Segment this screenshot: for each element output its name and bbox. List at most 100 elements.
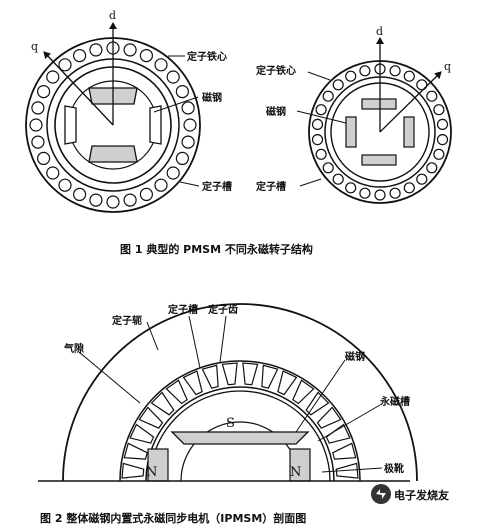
ipmsm-stator-slot bbox=[316, 406, 342, 429]
yoke-label: 定子轭 bbox=[112, 314, 142, 327]
rotor-a-slot-label: 定子槽 bbox=[202, 180, 232, 193]
ipmsm-section: S N N 定子轭 定子槽 定子齿 气隙 磁钢 永磁槽 极靴 bbox=[38, 303, 418, 482]
ipmsm-stator-slot bbox=[201, 364, 219, 389]
rotor-b-stator-slots bbox=[311, 63, 449, 201]
stator-slot-hole bbox=[139, 187, 153, 201]
rotor-b-magnet-left bbox=[345, 116, 357, 148]
pm-slot-label: 永磁槽 bbox=[379, 395, 410, 408]
stator-slot-hole bbox=[345, 182, 357, 194]
ipmsm-stator-slot bbox=[150, 391, 175, 416]
tooth-label: 定子齿 bbox=[208, 303, 238, 316]
stator-slot-hole bbox=[403, 70, 415, 82]
stator-slot-hole bbox=[154, 58, 168, 72]
stator-slot-hole bbox=[315, 148, 327, 160]
rotor-b-magnet-top bbox=[361, 98, 397, 110]
slot-label: 定子槽 bbox=[168, 303, 198, 316]
slot-leader bbox=[188, 315, 201, 369]
stator-slot-hole bbox=[166, 70, 180, 84]
rotor-b-magnet-label: 磁钢 bbox=[266, 105, 286, 118]
stator-slot-hole bbox=[183, 118, 197, 132]
stator-slot-hole bbox=[311, 134, 324, 146]
stator-slot-hole bbox=[416, 79, 428, 91]
ipmsm-stator-slot bbox=[325, 423, 351, 444]
rotor-a-d-label: d bbox=[109, 9, 116, 22]
stator-slot-hole bbox=[436, 134, 449, 146]
stator-slot-hole bbox=[322, 162, 334, 174]
stator-slot-hole bbox=[175, 84, 189, 99]
stator-slot-hole bbox=[139, 48, 153, 63]
stator-slot-hole bbox=[31, 135, 45, 149]
stator-slot-hole bbox=[315, 104, 327, 116]
yoke-leader bbox=[146, 321, 159, 351]
ipmsm-stator-slot bbox=[129, 423, 155, 444]
ipmsm-stator-slot bbox=[277, 370, 298, 396]
stator-slot-hole bbox=[426, 162, 438, 174]
stator-slot-hole bbox=[332, 173, 344, 185]
pole-shoe-leader bbox=[321, 467, 383, 473]
stator-slot-hole bbox=[436, 118, 449, 131]
stator-slot-hole bbox=[89, 43, 103, 57]
stator-slot-hole bbox=[123, 193, 137, 207]
stator-slot-hole bbox=[433, 104, 445, 116]
ipmsm-stator-slot bbox=[138, 406, 164, 429]
rotor-a-magnet-left bbox=[64, 105, 77, 145]
ipmsm-stator-slot bbox=[182, 370, 203, 396]
airgap-leader bbox=[78, 351, 141, 404]
rotor-a-core-label: 定子铁心 bbox=[187, 50, 227, 63]
ipmsm-stator-slot bbox=[242, 362, 259, 386]
rotor-a-q-axis bbox=[43, 51, 114, 126]
stator-slot-hole bbox=[181, 101, 195, 115]
stator-slot-hole bbox=[106, 195, 120, 209]
rotor-a-magnet-leader bbox=[153, 96, 199, 113]
rotor-b-slot-leader bbox=[299, 178, 322, 187]
ipmsm-stator-slot bbox=[123, 442, 148, 460]
magnet-label: 磁钢 bbox=[345, 350, 365, 363]
stator-slot-hole bbox=[374, 189, 386, 201]
watermark: 电子发烧友 bbox=[371, 484, 449, 504]
tooth-leader bbox=[219, 315, 227, 363]
rotor-b: d q 定子铁心 磁钢 定子槽 bbox=[256, 25, 452, 204]
stator-slot-hole bbox=[154, 178, 168, 192]
ipmsm-rotor-arc bbox=[149, 390, 331, 482]
stator-slot-hole bbox=[345, 70, 357, 82]
ipmsm-stator-slot bbox=[165, 379, 188, 405]
magnet-leader bbox=[295, 359, 346, 433]
ipmsm-magnet-s bbox=[170, 431, 310, 445]
rotor-a-magnet-label: 磁钢 bbox=[202, 91, 222, 104]
stator-slot-hole bbox=[58, 178, 72, 192]
stator-slot-hole bbox=[311, 118, 324, 131]
figure2-caption: 图 2 整体磁钢内置式永磁同步电机（IPMSM）剖面图 bbox=[40, 511, 306, 525]
stator-slot-hole bbox=[89, 193, 103, 207]
stator-slot-hole bbox=[426, 90, 438, 102]
stator-slot-hole bbox=[403, 182, 415, 194]
stator-slot-hole bbox=[46, 70, 60, 84]
rotor-b-magnet-bottom bbox=[361, 154, 397, 166]
rotor-b-q-label: q bbox=[444, 60, 451, 73]
rotor-a: d q 定子铁心 磁钢 定子槽 bbox=[25, 9, 232, 213]
ipmsm-stator-slot bbox=[292, 379, 315, 405]
rotor-a-slot-leader bbox=[179, 181, 200, 187]
rotor-b-slot-label: 定子槽 bbox=[256, 180, 286, 193]
stator-slot-hole bbox=[31, 101, 45, 115]
stator-slot-hole bbox=[36, 84, 51, 99]
stator-slot-hole bbox=[359, 187, 371, 199]
stator-slot-hole bbox=[123, 43, 137, 57]
rotor-b-core-leader bbox=[307, 71, 331, 81]
stator-slot-hole bbox=[181, 135, 195, 149]
rotor-a-stator-slots bbox=[29, 41, 197, 209]
ipmsm-yoke-arc bbox=[119, 360, 361, 482]
stator-slot-hole bbox=[175, 151, 189, 165]
stator-slot-hole bbox=[332, 79, 344, 91]
pm-slot-leader bbox=[317, 404, 381, 442]
stator-slot-hole bbox=[322, 90, 334, 102]
rotor-a-magnet-bottom bbox=[88, 145, 138, 163]
pole-s-label: S bbox=[226, 416, 235, 431]
pole-n-left-label: N bbox=[146, 465, 157, 480]
stator-slot-hole bbox=[166, 166, 180, 180]
stator-slot-hole bbox=[46, 166, 60, 180]
airgap-label: 气隙 bbox=[63, 342, 84, 355]
rotor-b-d-label: d bbox=[376, 25, 383, 38]
stator-slot-hole bbox=[36, 151, 51, 165]
ipmsm-inner-arc bbox=[180, 421, 300, 482]
